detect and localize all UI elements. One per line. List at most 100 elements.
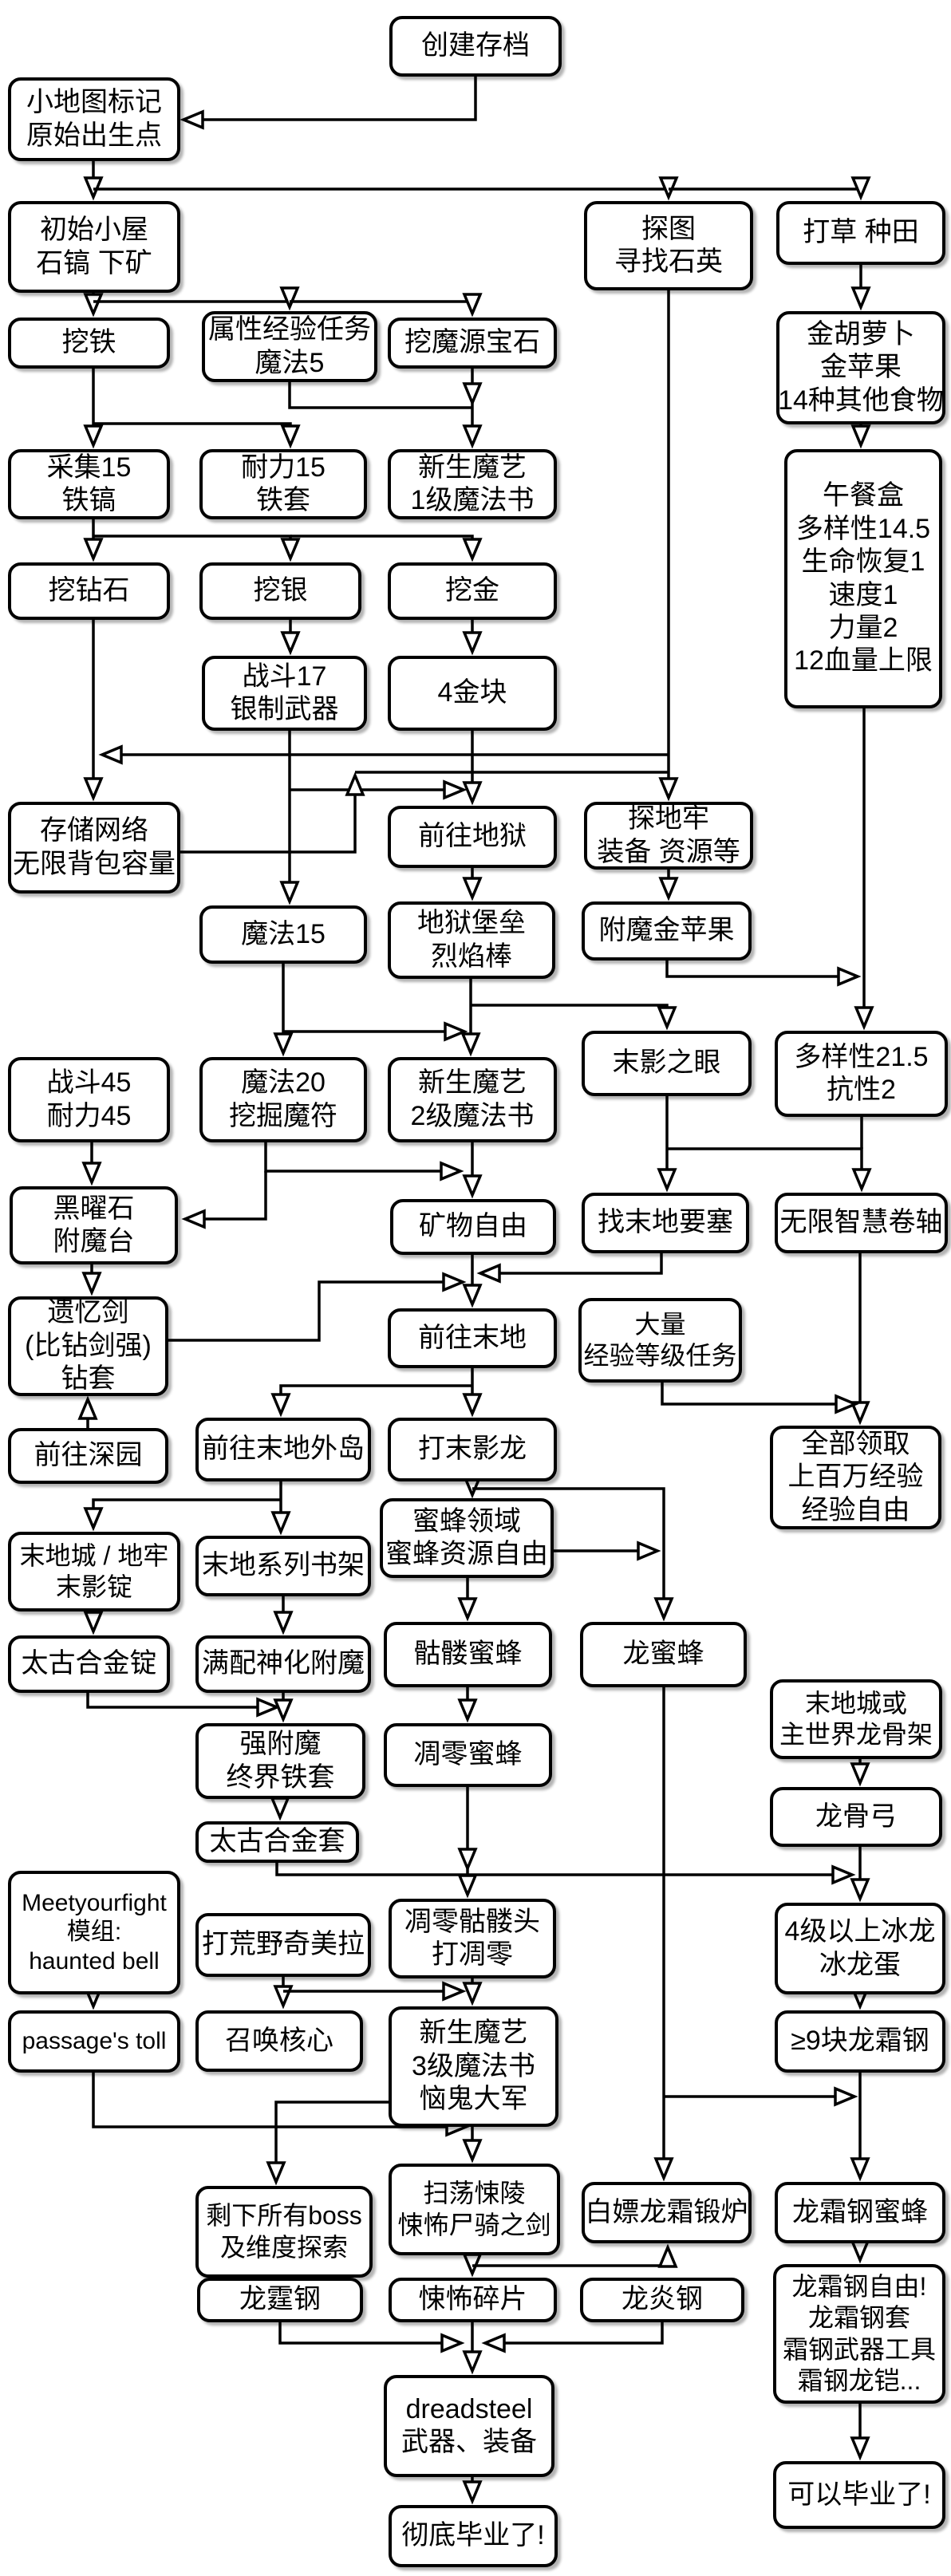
node-dragon-bee: 龙蜜蜂 bbox=[580, 1622, 747, 1687]
node-label-line: 模组: bbox=[66, 1919, 122, 1946]
node-label-line: 金苹果 bbox=[820, 352, 902, 383]
node-to-outer-end: 前往末地外岛 bbox=[195, 1418, 371, 1481]
node-label-line: 战斗17 bbox=[242, 661, 327, 692]
node-label-line: 力量2 bbox=[828, 612, 898, 643]
node-dig-mana-gem: 挖魔源宝石 bbox=[388, 318, 557, 369]
node-label-line: 全部领取 bbox=[801, 1428, 910, 1459]
node-label-line: 存储网络 bbox=[40, 815, 148, 846]
node-label-line: 太古合金锭 bbox=[21, 1648, 157, 1679]
node-graduate-total: 彻底毕业了! bbox=[389, 2505, 558, 2567]
node-primal-ingot: 太古合金锭 bbox=[8, 1635, 170, 1693]
node-label-line: 遗忆剑 bbox=[47, 1297, 129, 1328]
node-label-line: 扫荡悚陵 bbox=[423, 2179, 526, 2208]
node-dig-iron: 挖铁 bbox=[8, 318, 170, 369]
node-meetyourfight: Meetyourfight 模组:haunted bell bbox=[8, 1871, 180, 1994]
node-freeload-forge: 白嫖龙霜锻炉 bbox=[582, 2182, 752, 2243]
node-label-line: 4金块 bbox=[437, 677, 507, 708]
node-end-city: 末地城 / 地牢末影锭 bbox=[8, 1532, 180, 1611]
node-label-line: 骷髅蜜蜂 bbox=[413, 1639, 523, 1670]
node-label-line: 新生魔艺 bbox=[419, 2018, 528, 2049]
node-wither-skull: 凋零骷髅头打凋零 bbox=[389, 1899, 556, 1978]
node-label-line: 主世界龙骨架 bbox=[779, 1720, 933, 1749]
node-label-line: 创建存档 bbox=[421, 30, 530, 61]
node-label-line: 午餐盒 bbox=[823, 480, 904, 511]
node-label-line: 附魔台 bbox=[53, 1226, 135, 1256]
node-label-line: 末地系列书架 bbox=[202, 1550, 365, 1581]
node-label-line: 速度1 bbox=[828, 579, 898, 610]
node-label-line: 蜜蜂资源自由 bbox=[385, 1539, 548, 1569]
node-chimera: 打荒野奇美拉 bbox=[195, 1913, 371, 1977]
node-label-line: 无限智慧卷轴 bbox=[779, 1207, 943, 1238]
node-label-line: 14种其他食物 bbox=[778, 385, 944, 416]
node-label-line: 经验自由 bbox=[801, 1494, 910, 1525]
node-label-line: 大量 bbox=[634, 1309, 686, 1339]
node-label-line: 魔法5 bbox=[255, 347, 325, 378]
node-to-nether: 前往地狱 bbox=[388, 806, 557, 868]
node-grass-farm: 打草 种田 bbox=[776, 201, 945, 265]
node-dragonsteel-bee: 龙霜钢蜜蜂 bbox=[775, 2182, 945, 2243]
node-label-line: 魔法20 bbox=[241, 1067, 326, 1099]
node-kill-dragon: 打末影龙 bbox=[388, 1418, 557, 1481]
node-label-line: 打末影龙 bbox=[418, 1434, 527, 1465]
node-end-bookshelf: 末地系列书架 bbox=[195, 1536, 371, 1596]
node-label-line: 龙霜钢蜜蜂 bbox=[792, 2196, 928, 2227]
node-magic15: 魔法15 bbox=[199, 905, 367, 964]
node-label-line: 附魔金苹果 bbox=[598, 915, 735, 946]
node-attr-quest: 属性经验任务魔法5 bbox=[202, 311, 377, 382]
node-label-line: 白嫖龙霜锻炉 bbox=[585, 2196, 748, 2227]
node-skeleton-bee: 骷髅蜜蜂 bbox=[384, 1622, 552, 1687]
node-label-line: 魔法15 bbox=[241, 918, 326, 949]
node-label-line: 彻底毕业了! bbox=[401, 2520, 545, 2551]
node-ench-apple: 附魔金苹果 bbox=[582, 901, 752, 961]
node-label-line: 末地城 / 地牢 bbox=[19, 1540, 169, 1570]
node-strong-ench: 强附魔终界铁套 bbox=[195, 1723, 365, 1799]
node-label-line: 探图 bbox=[641, 213, 696, 244]
node-label-line: 耐力15 bbox=[241, 452, 326, 483]
node-label-line: 经验等级任务 bbox=[583, 1341, 737, 1370]
node-label-line: haunted bell bbox=[29, 1947, 160, 1974]
node-label-line: 龙霆钢 bbox=[239, 2284, 321, 2315]
node-summon-core: 召唤核心 bbox=[195, 2010, 363, 2072]
node-thunder-steel: 龙霆钢 bbox=[197, 2278, 363, 2322]
node-map-quartz: 探图寻找石英 bbox=[584, 201, 753, 290]
node-label-line: 打草 种田 bbox=[803, 217, 919, 248]
node-label-line: 末影锭 bbox=[55, 1572, 132, 1601]
node-ender-eye: 末影之眼 bbox=[582, 1031, 752, 1096]
node-label-line: 找末地要塞 bbox=[598, 1207, 733, 1238]
node-label-line: 石镐 下矿 bbox=[36, 247, 152, 278]
node-label-line: 新生魔艺 bbox=[418, 452, 527, 483]
node-mineral-free: 矿物自由 bbox=[390, 1199, 556, 1255]
node-label-line: 末影之眼 bbox=[612, 1047, 721, 1079]
node-label-line: passage's toll bbox=[22, 2027, 167, 2054]
node-label-line: 终界铁套 bbox=[226, 1761, 335, 1793]
node-label-line: 挖铁 bbox=[61, 327, 116, 358]
node-label-line: 黑曜石 bbox=[53, 1193, 135, 1224]
node-label-line: 银制武器 bbox=[230, 694, 339, 724]
node-label-line: 龙蜜蜂 bbox=[622, 1639, 704, 1670]
node-label-line: 12血量上限 bbox=[794, 645, 933, 677]
node-label-line: 前往深园 bbox=[34, 1440, 143, 1471]
node-label-line: 打荒野奇美拉 bbox=[202, 1929, 365, 1960]
node-label-line: 挖金 bbox=[445, 575, 499, 606]
node-label-line: 凋零蜜蜂 bbox=[413, 1739, 523, 1770]
node-label-line: 采集15 bbox=[46, 452, 132, 483]
node-label-line: ≥9块龙霜钢 bbox=[791, 2026, 929, 2057]
node-label-line: 霜钢龙铠... bbox=[797, 2365, 921, 2395]
node-label-line: 地狱堡垒 bbox=[417, 908, 526, 939]
node-label-line: 3级魔法书 bbox=[412, 2050, 535, 2081]
node-dragonsteel9: ≥9块龙霜钢 bbox=[775, 2010, 945, 2073]
node-label-line: 挖钻石 bbox=[48, 575, 130, 606]
node-label-line: 前往末地 bbox=[418, 1322, 527, 1353]
node-label-line: 龙骨弓 bbox=[815, 1801, 897, 1832]
node-label-line: 挖魔源宝石 bbox=[404, 327, 540, 358]
node-dragon-skeleton: 末地城或主世界龙骨架 bbox=[770, 1679, 942, 1759]
node-label-line: 金胡萝卜 bbox=[807, 318, 915, 349]
node-label-line: Meetyourfight bbox=[22, 1889, 167, 1916]
